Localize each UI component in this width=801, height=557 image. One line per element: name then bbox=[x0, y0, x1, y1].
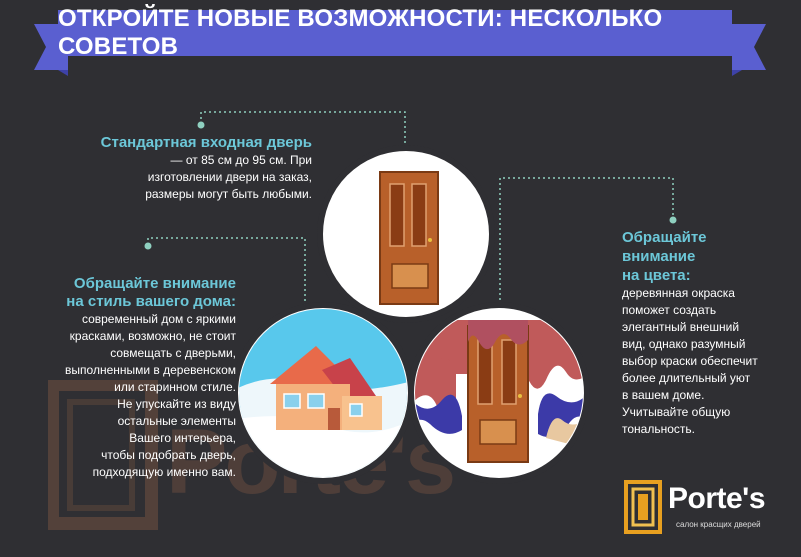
tip-color-line: поможет создать bbox=[622, 303, 717, 317]
painted-door-icon bbox=[467, 320, 529, 463]
tip-style-line: совмещать с дверьми, bbox=[110, 346, 236, 360]
tip-color-line: вид, однако разумный bbox=[622, 337, 746, 351]
color-illustration-circle bbox=[408, 302, 590, 484]
logo-tagline: салон красщих дверей bbox=[676, 520, 761, 529]
title-ribbon: ОТКРОЙТЕ НОВЫЕ ВОЗМОЖНОСТИ: НЕСКОЛЬКО СО… bbox=[58, 5, 732, 60]
tip-door-line: изготовлении двери на заказ, bbox=[147, 170, 312, 184]
tip-color-heading: Обращайте bbox=[622, 229, 707, 246]
tip-color-line: деревянная окраска bbox=[622, 286, 735, 300]
tip-style-line: или старинном стиле. bbox=[114, 380, 236, 394]
brand-logo: Porte's салон красщих дверей bbox=[624, 478, 784, 538]
watermark-frame bbox=[48, 380, 158, 530]
door-illustration-circle bbox=[317, 145, 495, 323]
tip-colors: Обращайте внимание на цвета: деревянная … bbox=[622, 228, 782, 438]
tip-color-line: элегантный внешний bbox=[622, 320, 740, 334]
page-title: ОТКРОЙТЕ НОВЫЕ ВОЗМОЖНОСТИ: НЕСКОЛЬКО СО… bbox=[58, 5, 663, 60]
tip-color-line: Учитывайте общую bbox=[622, 405, 731, 419]
tip-style-line: подходящую именно вам. bbox=[92, 465, 236, 479]
tip-style-line: чтобы подобрать дверь, bbox=[101, 448, 236, 462]
door-icon bbox=[379, 171, 439, 305]
tip-color-heading: внимание bbox=[622, 248, 696, 265]
tip-style-line: Не упускайте из виду bbox=[117, 397, 236, 411]
tip-style-line: Вашего интерьера, bbox=[129, 431, 236, 445]
house-icon bbox=[270, 346, 382, 430]
tip-style-heading: на стиль вашего дома: bbox=[66, 293, 236, 310]
tip-style-line: выполненными в деревенском bbox=[65, 363, 236, 377]
tip-style-heading: Обращайте внимание bbox=[73, 275, 236, 292]
tip-house-style: Обращайте внимание на стиль вашего дома:… bbox=[20, 275, 236, 481]
tip-style-line: красками, возможно, не стоит bbox=[69, 329, 236, 343]
logo-brand-name: Porte's bbox=[668, 482, 766, 515]
tip-door-line: размеры могут быть любыми. bbox=[145, 187, 312, 201]
door-frame-logo-icon bbox=[624, 480, 662, 534]
tip-color-line: тональность. bbox=[622, 422, 695, 436]
tip-style-line: современный дом с яркими bbox=[81, 312, 236, 326]
tip-standard-door: Стандартная входная дверь — от 85 см до … bbox=[86, 134, 312, 203]
tip-color-line: выбор краски обеспечит bbox=[622, 354, 758, 368]
tip-color-line: более длительный уют bbox=[622, 371, 751, 385]
tip-color-heading: на цвета: bbox=[622, 267, 691, 284]
tip-color-line: в вашем доме. bbox=[622, 388, 705, 402]
tip-door-line: — от 85 см до 95 см. При bbox=[170, 153, 312, 167]
tip-door-heading: Стандартная входная дверь bbox=[100, 134, 312, 151]
house-illustration-circle bbox=[232, 302, 414, 484]
tip-style-line: остальные элементы bbox=[117, 414, 236, 428]
ribbon-tail-right bbox=[732, 24, 766, 76]
